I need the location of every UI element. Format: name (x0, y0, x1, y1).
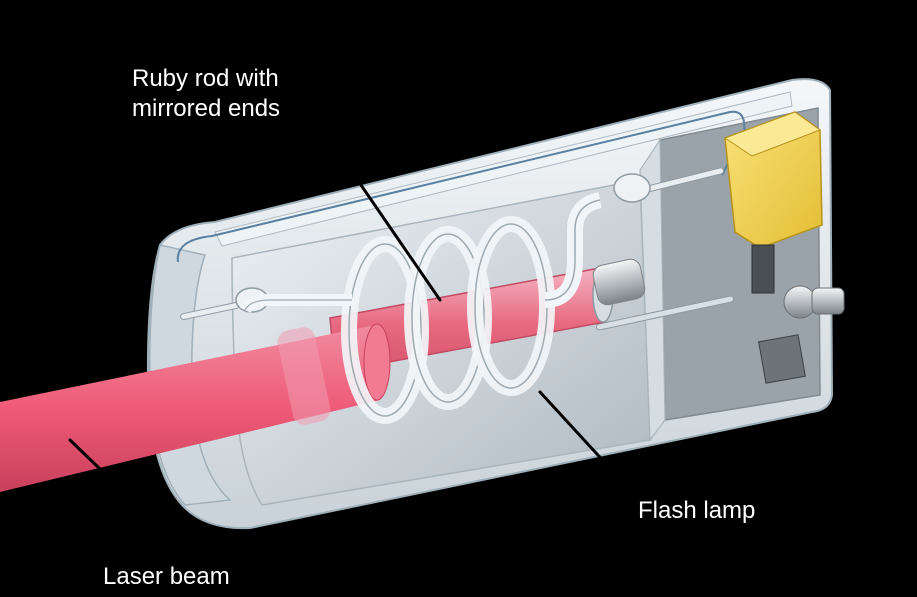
rear-bulb (613, 173, 651, 203)
trigger-switch (758, 334, 806, 384)
laser-beam-label: Laser beam (103, 563, 230, 590)
wire-top (176, 110, 747, 263)
flash-lamp-rear-tube-edge (544, 199, 601, 301)
lower-rod (595, 295, 735, 331)
laser-beam-shape (0, 323, 391, 492)
beam-collar (277, 327, 331, 425)
beam-front-face (363, 323, 391, 401)
flash-lamp-label: Flash lamp (638, 497, 756, 524)
ruby-rod-label-line-1: Ruby rod with (132, 65, 279, 92)
leader-laser-beam (68, 438, 192, 558)
flash-lamp-coil-2-edge (411, 233, 485, 403)
power-post (751, 244, 775, 294)
knob-shaft (811, 287, 845, 315)
ruby-rod-mirror-cap (592, 258, 646, 306)
flash-lamp-coil-1-edge (348, 243, 422, 417)
leader-flash-lamp (538, 390, 632, 492)
knob-1 (783, 285, 817, 319)
leader-ruby-rod (328, 138, 442, 302)
flash-lamp-shape (239, 192, 603, 424)
power-unit (723, 111, 845, 384)
leader-lines (68, 138, 632, 558)
rear-wall (639, 138, 666, 442)
ruby-rod-label: Ruby rod with mirrored ends (132, 64, 280, 124)
flash-lamp-front-tube-edge (244, 299, 353, 311)
power-box-top (723, 111, 822, 157)
ruby-rod-label-line-2: mirrored ends (132, 95, 281, 122)
housing-top-rim (214, 91, 793, 247)
